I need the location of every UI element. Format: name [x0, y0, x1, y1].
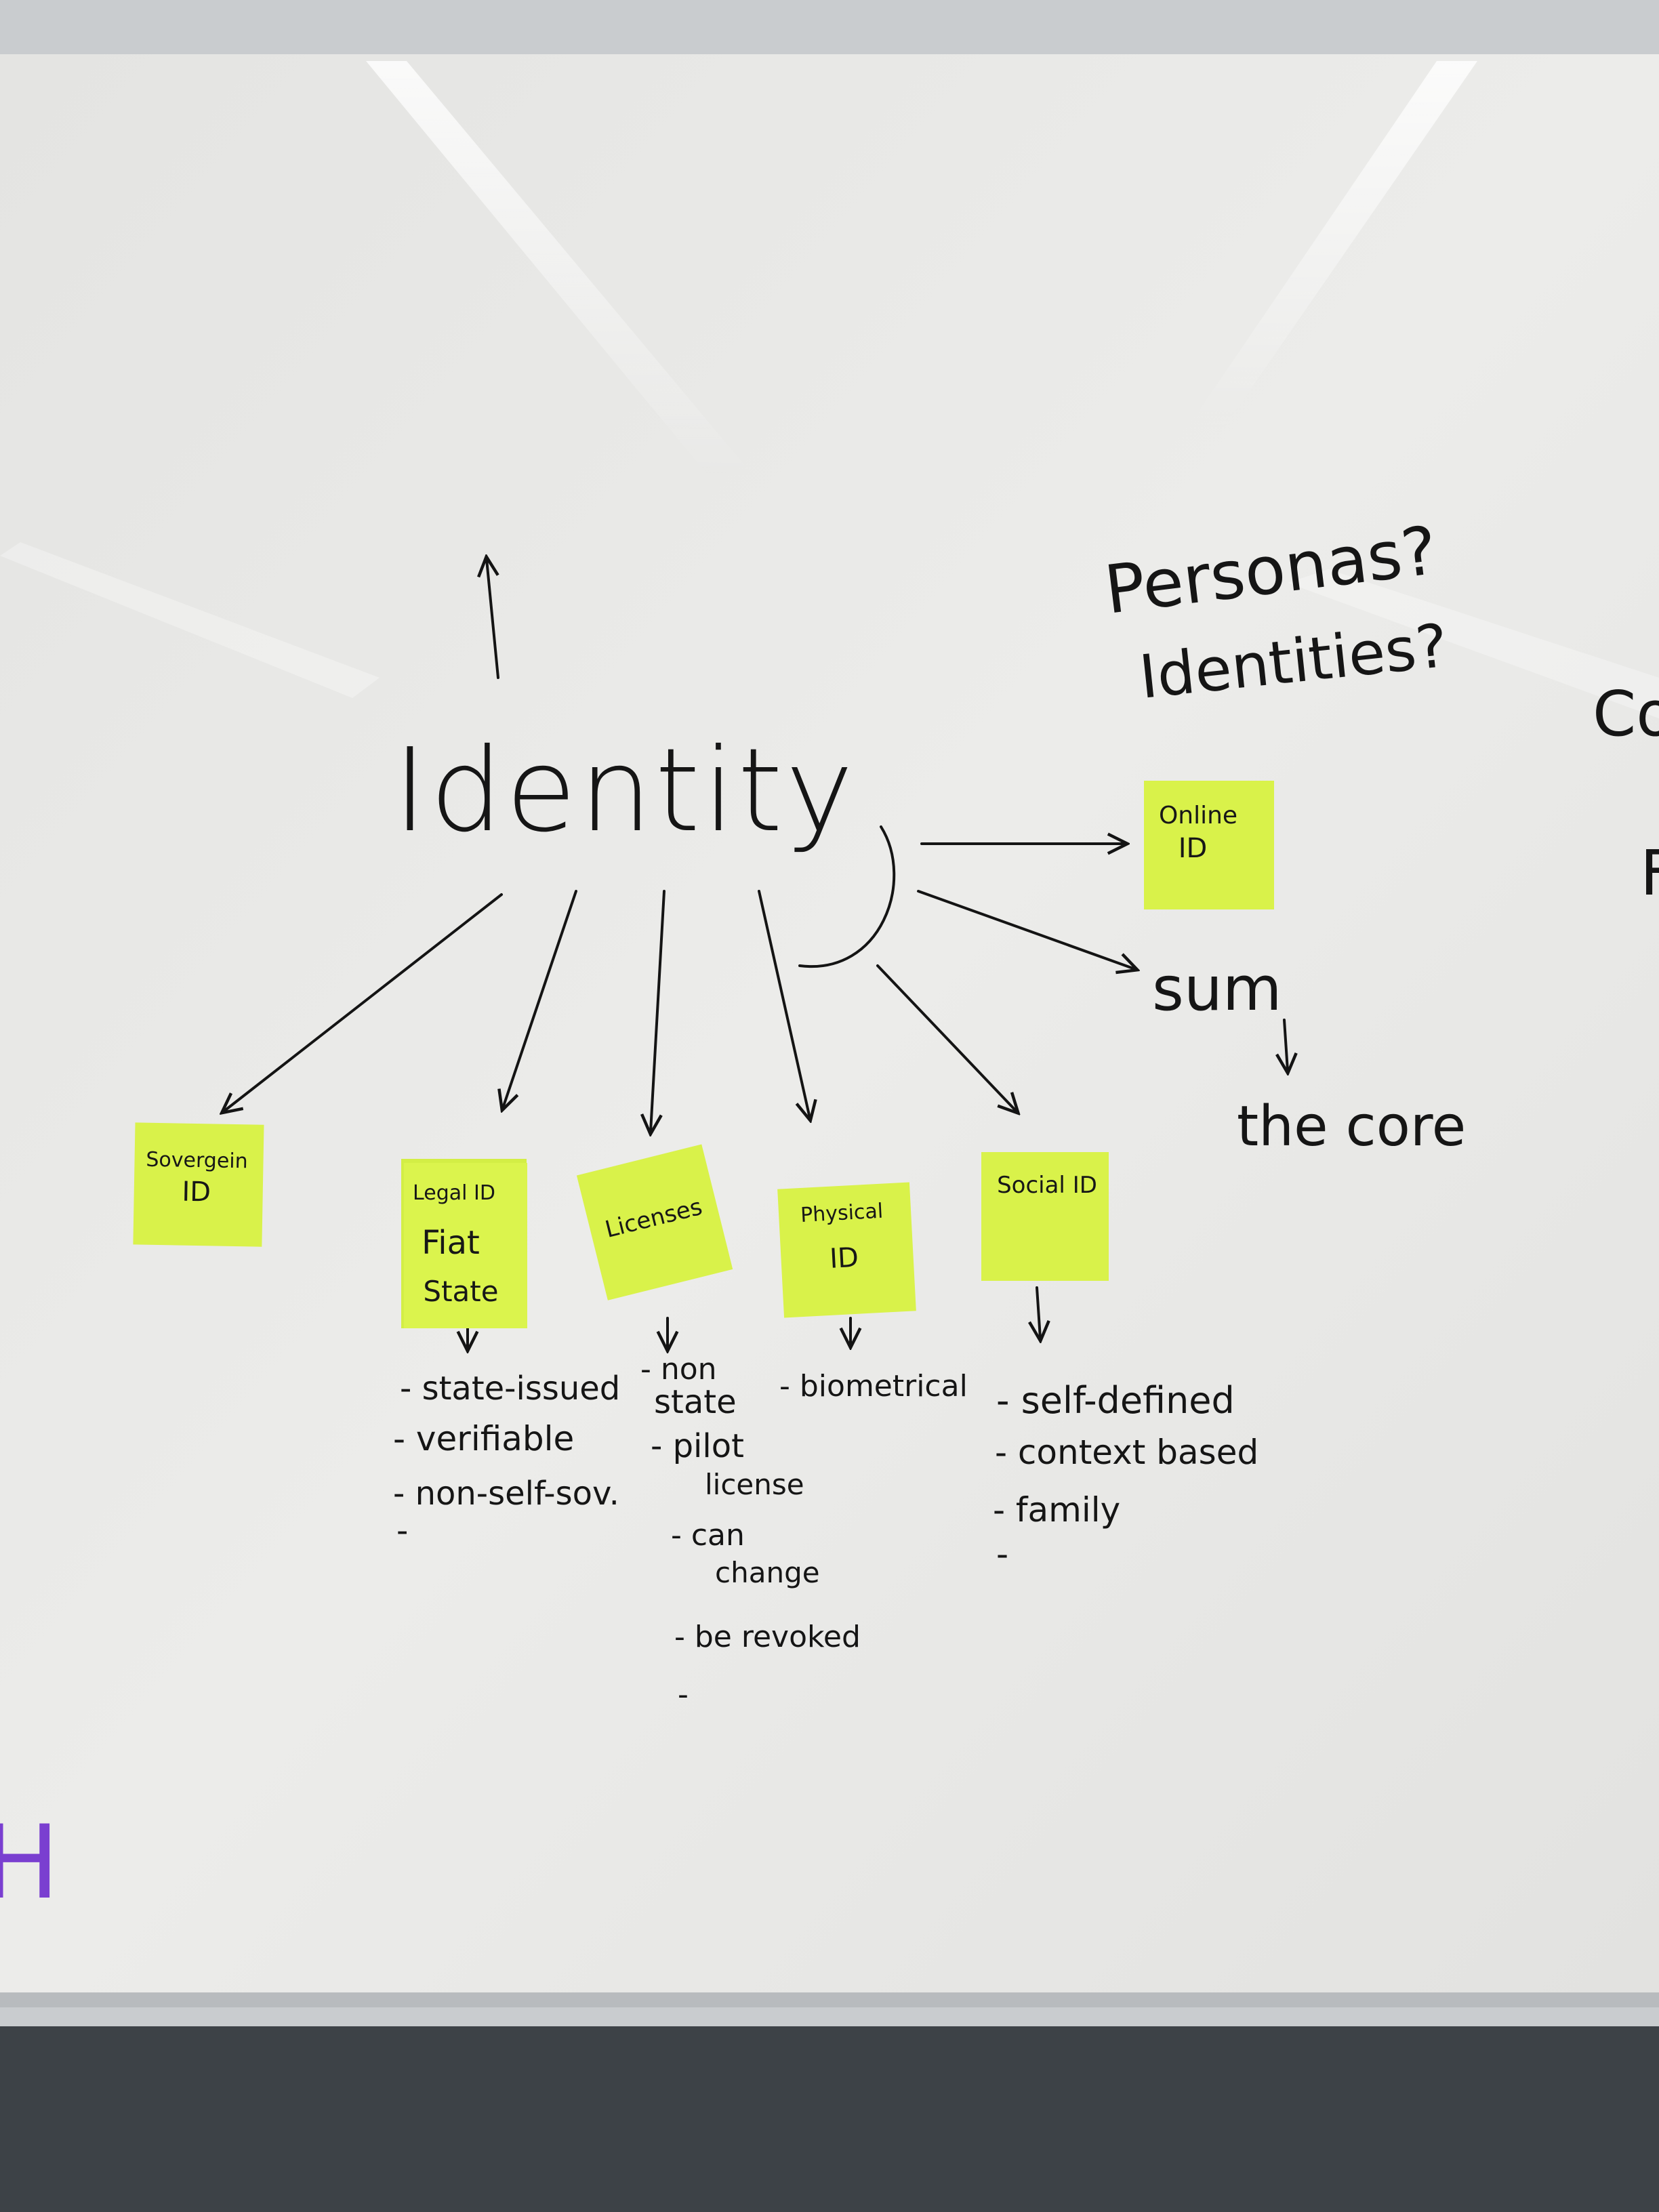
center-title: Identity [393, 724, 857, 858]
list-legal-item: - state-issued [400, 1370, 620, 1408]
sticky-online-line2: ID [1179, 833, 1208, 864]
list-licenses: - non state - pilot license - can change… [640, 1352, 861, 1712]
list-legal-item: - [396, 1512, 408, 1550]
list-licenses-item: license [705, 1468, 804, 1501]
arrow-to-legal [503, 890, 577, 1108]
identity-curl [798, 825, 896, 968]
sticky-online: Online ID [1144, 781, 1274, 909]
list-social-item: - family [993, 1490, 1120, 1530]
list-licenses-item: - can [671, 1518, 745, 1553]
sticky-physical-paper [777, 1182, 916, 1318]
up-arrow [487, 559, 499, 679]
fragment-co: Co [1593, 678, 1659, 750]
arrow-to-sum [917, 890, 1135, 969]
list-social-item: - [996, 1534, 1008, 1574]
list-legal-item: - non-self-sov. [393, 1475, 619, 1513]
light-glare [0, 61, 1659, 718]
arrow-to-sovereign [224, 893, 503, 1111]
list-licenses-item: state [654, 1383, 737, 1421]
list-social-item: - context based [995, 1433, 1258, 1472]
arrow-sum-to-core [1284, 1019, 1288, 1071]
sticky-licenses-paper [576, 1144, 733, 1300]
arrow-to-licenses [651, 890, 665, 1132]
sticky-legal: Legal ID Fiat State [401, 1159, 527, 1328]
sum-label: sum [1152, 954, 1282, 1025]
sticky-sovereign: Sovergein ID [133, 1122, 264, 1247]
list-physical: - biometrical [779, 1369, 968, 1404]
list-legal-item: - verifiable [393, 1419, 574, 1458]
sticky-social-paper [981, 1152, 1109, 1281]
sticky-legal-line2: Fiat [422, 1224, 480, 1262]
arrow-social-down [1037, 1286, 1040, 1338]
list-social: - self-defined - context based - family … [993, 1379, 1258, 1574]
sticky-legal-line1: Legal ID [413, 1181, 495, 1205]
sticky-physical: Physical ID [777, 1182, 916, 1318]
list-licenses-item: - [678, 1677, 689, 1712]
list-licenses-item: - pilot [651, 1427, 744, 1465]
sticky-legal-paper [404, 1163, 527, 1328]
fragment-f: F [1640, 837, 1659, 909]
connector-lines [224, 559, 1288, 1349]
list-licenses-item: - non [640, 1352, 717, 1387]
sticky-online-line1: Online [1159, 802, 1237, 830]
list-legal: - state-issued - verifiable - non-self-s… [393, 1370, 620, 1550]
sticky-licenses: Licenses [576, 1144, 733, 1300]
core-label: the core [1237, 1094, 1466, 1159]
sticky-sovereign-line1: Sovergein [146, 1148, 248, 1174]
sticky-sovereign-paper [133, 1122, 264, 1247]
fragment-h: H [0, 1804, 60, 1922]
list-physical-item: - biometrical [779, 1369, 968, 1404]
arrow-to-social [876, 964, 1017, 1111]
list-social-item: - self-defined [996, 1379, 1235, 1422]
sticky-physical-line2: ID [829, 1242, 859, 1275]
list-licenses-item: change [715, 1556, 820, 1589]
sticky-physical-line1: Physical [800, 1200, 884, 1227]
arrow-to-physical [758, 890, 810, 1118]
sticky-online-paper [1144, 781, 1274, 909]
marker-tray [0, 1992, 1659, 2007]
sticky-social-line1: Social ID [997, 1172, 1097, 1199]
sticky-sovereign-line2: ID [182, 1176, 211, 1208]
sticky-legal-line3: State [423, 1275, 498, 1308]
list-licenses-item: - be revoked [674, 1620, 861, 1654]
board-surface [0, 54, 1659, 1992]
sticky-social: Social ID [981, 1152, 1109, 1281]
